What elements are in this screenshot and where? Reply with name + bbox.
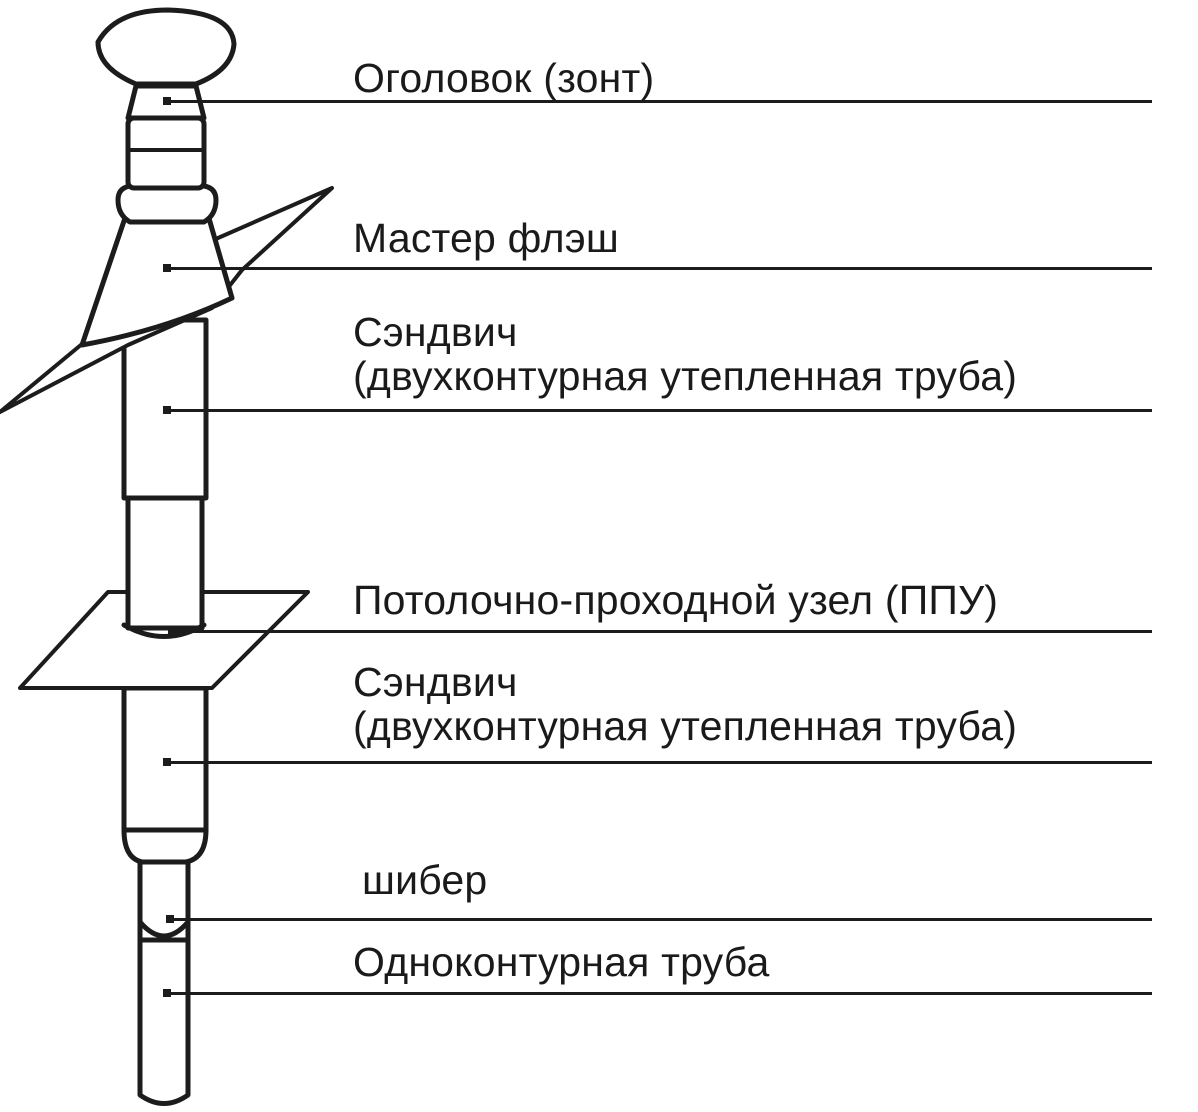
leader-dot-sandwich-upper (163, 406, 171, 414)
label-sandwich-lower-line-1: Сэндвич (353, 659, 518, 705)
master-flash-cone (79, 212, 235, 348)
label-single-pipe-line-1: Одноконтурная труба (353, 939, 770, 985)
single-wall-pipe (137, 937, 191, 1106)
leader-damper (170, 918, 1152, 921)
sandwich-connector (125, 495, 205, 631)
leader-sandwich-upper (167, 409, 1152, 412)
leader-single-pipe (167, 992, 1152, 995)
label-sandwich-upper: Сэндвич (двухконтурная утепленная труба) (353, 310, 1017, 398)
leader-dot-damper (166, 915, 174, 923)
label-master-flash-line-1: Мастер флэш (353, 215, 619, 261)
leader-dot-ceiling-unit (168, 627, 176, 635)
label-damper-line-1: шибер (362, 857, 488, 903)
label-cap-line-1: Оголовок (зонт) (353, 55, 655, 101)
label-sandwich-upper-line-2: (двухконтурная утепленная труба) (353, 353, 1018, 399)
label-ceiling-unit-line-1: Потолочно-проходной узел (ППУ) (353, 577, 999, 623)
reducer-collar (121, 827, 209, 865)
label-master-flash: Мастер флэш (353, 216, 619, 260)
leader-sandwich-lower (167, 761, 1152, 764)
leader-dot-sandwich-lower (163, 758, 171, 766)
connector-bottom (121, 622, 207, 639)
label-sandwich-lower-line-2: (двухконтурная утепленная труба) (353, 703, 1018, 749)
label-ceiling-unit: Потолочно-проходной узел (ППУ) (353, 578, 998, 622)
label-sandwich-lower: Сэндвич (двухконтурная утепленная труба) (353, 660, 1017, 748)
damper-band (137, 919, 191, 939)
leader-master-flash (167, 267, 1152, 270)
leader-dot-master-flash (163, 264, 171, 272)
top-pipe (125, 115, 207, 191)
label-cap: Оголовок (зонт) (353, 56, 654, 100)
leader-cap (167, 100, 1152, 103)
label-damper: шибер (362, 858, 487, 902)
label-sandwich-upper-line-1: Сэндвич (353, 309, 518, 355)
leader-ceiling-unit (172, 630, 1152, 633)
flange-ring (115, 183, 219, 225)
cap-umbrella (95, 7, 237, 87)
ceiling-plate (18, 590, 310, 690)
leader-dot-cap (163, 97, 171, 105)
leader-dot-single-pipe (163, 989, 171, 997)
label-single-pipe: Одноконтурная труба (353, 940, 770, 984)
